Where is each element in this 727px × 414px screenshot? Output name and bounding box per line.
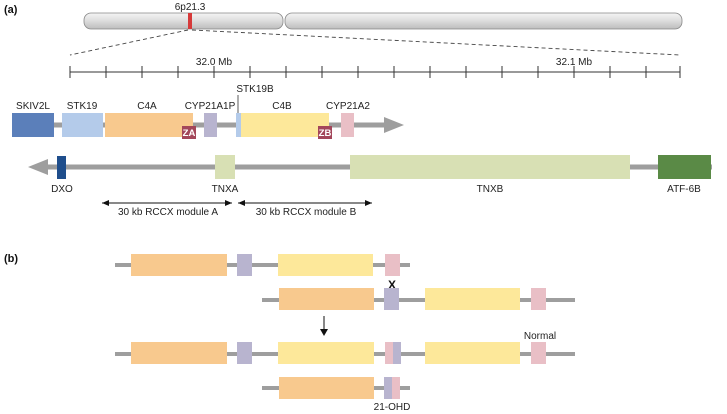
module-b-label: 30 kb RCCX module B bbox=[256, 207, 357, 218]
gene-c4b bbox=[241, 113, 329, 137]
label-c4b: C4B bbox=[272, 101, 292, 112]
module-a-arrow bbox=[102, 200, 232, 206]
zb-label: ZB bbox=[319, 128, 332, 139]
scale-label-32-0: 32.0 Mb bbox=[196, 57, 233, 68]
za-label: ZA bbox=[183, 128, 196, 139]
label-skiv2l: SKIV2L bbox=[16, 101, 50, 112]
haplotype-row-2 bbox=[262, 288, 575, 310]
normal-label: Normal bbox=[524, 331, 556, 342]
gene-cyp21a2 bbox=[341, 113, 354, 137]
zoom-line-left bbox=[69, 29, 189, 56]
result-arrow bbox=[320, 316, 328, 336]
gene-dxo bbox=[57, 156, 66, 179]
haplotype-row-1 bbox=[115, 254, 410, 276]
chromosome-6 bbox=[83, 12, 683, 30]
ohd-label: 21-OHD bbox=[374, 402, 411, 413]
label-c4a: C4A bbox=[137, 101, 157, 112]
chromosome-short-arm bbox=[83, 12, 284, 30]
label-dxo: DXO bbox=[51, 184, 73, 195]
panel-a-label: (a) bbox=[4, 4, 18, 16]
band-6p21-3-marker bbox=[188, 13, 192, 29]
gene-cyp21a1p bbox=[204, 113, 217, 137]
band-label: 6p21.3 bbox=[175, 2, 206, 13]
gene-stk19 bbox=[62, 113, 103, 137]
gene-tnxa bbox=[215, 155, 235, 179]
label-stk19: STK19 bbox=[67, 101, 98, 112]
crossover-mark: X bbox=[388, 278, 396, 292]
panel-b-label: (b) bbox=[4, 253, 18, 265]
gene-atf6b bbox=[658, 155, 711, 179]
reverse-arrow-head bbox=[28, 159, 48, 175]
label-tnxa: TNXA bbox=[212, 184, 239, 195]
zoom-line-right bbox=[191, 29, 681, 56]
label-cyp21a2: CYP21A2 bbox=[326, 101, 370, 112]
label-cyp21a1p: CYP21A1P bbox=[185, 101, 236, 112]
zb-box bbox=[318, 126, 332, 139]
label-atf6b: ATF-6B bbox=[667, 184, 701, 195]
gene-tnxb bbox=[350, 155, 630, 179]
haplotype-row-3 bbox=[115, 342, 575, 364]
gene-stk19b bbox=[236, 113, 241, 137]
label-tnxb: TNXB bbox=[477, 184, 504, 195]
haplotype-row-4 bbox=[262, 377, 410, 399]
chromosome-long-arm bbox=[284, 12, 683, 30]
module-a-label: 30 kb RCCX module A bbox=[118, 207, 218, 218]
gene-skiv2l bbox=[12, 113, 54, 137]
label-stk19b: STK19B bbox=[236, 84, 274, 95]
za-box bbox=[182, 126, 196, 139]
module-b-arrow bbox=[238, 200, 372, 206]
scale-ruler bbox=[69, 66, 681, 78]
forward-arrow-head bbox=[384, 117, 404, 133]
gene-c4a bbox=[105, 113, 193, 137]
scale-label-32-1: 32.1 Mb bbox=[556, 57, 593, 68]
